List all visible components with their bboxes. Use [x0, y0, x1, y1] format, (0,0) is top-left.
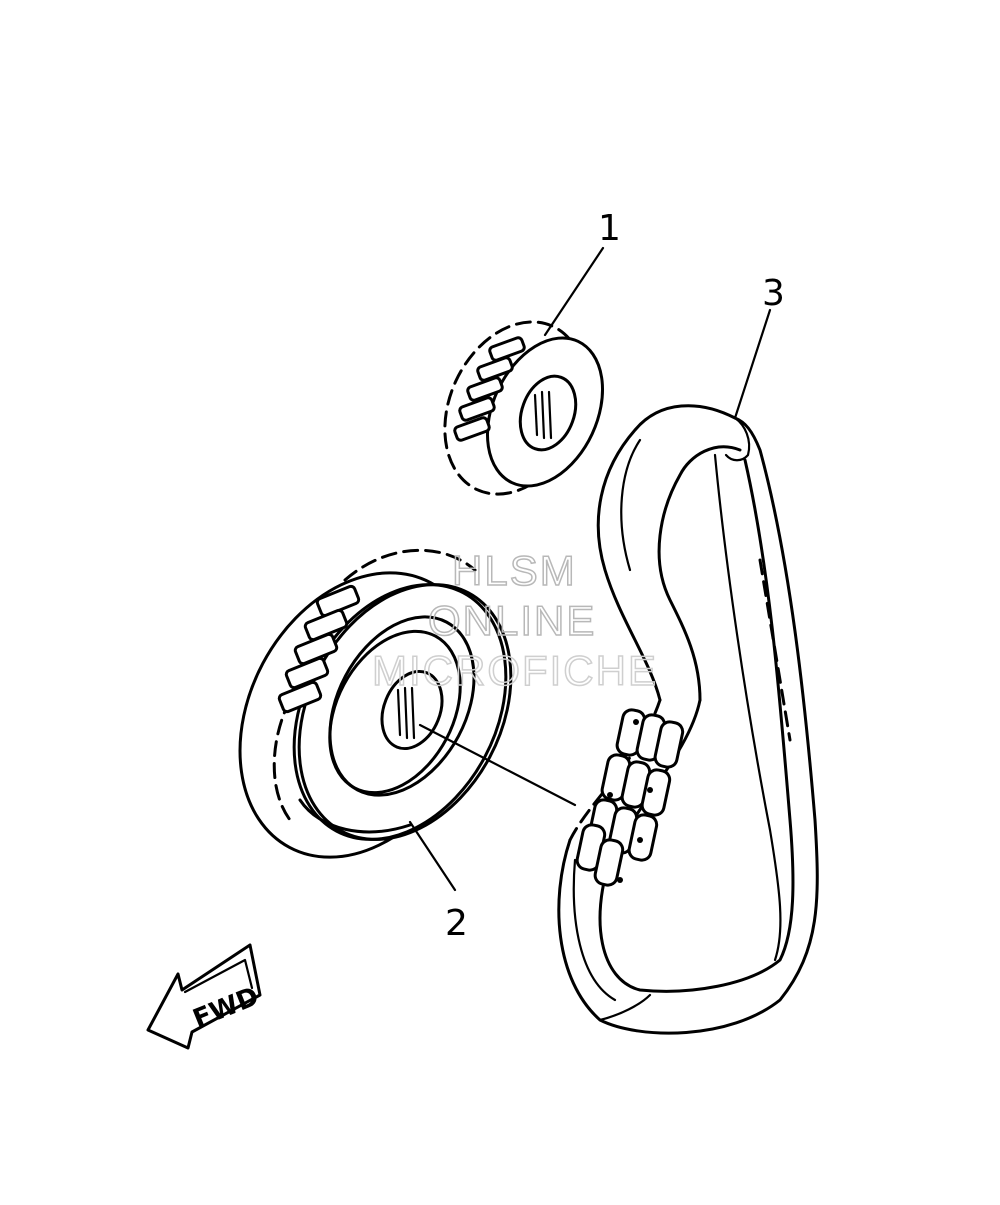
callout-number-1: 1: [598, 208, 621, 249]
large-pulley-teeth: [277, 584, 361, 714]
belt-teeth: [575, 708, 685, 887]
watermark-line-1: HLSM: [452, 547, 577, 594]
watermark-line-3: MICROFICHE: [372, 647, 658, 694]
timing-belt: [557, 404, 819, 1035]
watermark-line-2: ONLINE: [428, 597, 596, 644]
fwd-direction-arrow: FWD: [146, 943, 263, 1050]
watermark: HLSM ONLINE MICROFICHE: [371, 546, 658, 695]
large-pulley: [238, 548, 513, 859]
leader-line-2: [408, 820, 457, 892]
callout-number-3: 3: [762, 273, 785, 314]
small-pulley-teeth: [453, 336, 526, 442]
leader-line-2b: [418, 723, 577, 807]
leader-line-1: [543, 246, 605, 337]
leader-line-3: [733, 308, 772, 420]
callout-number-2: 2: [445, 903, 468, 944]
small-pulley: [443, 320, 605, 496]
